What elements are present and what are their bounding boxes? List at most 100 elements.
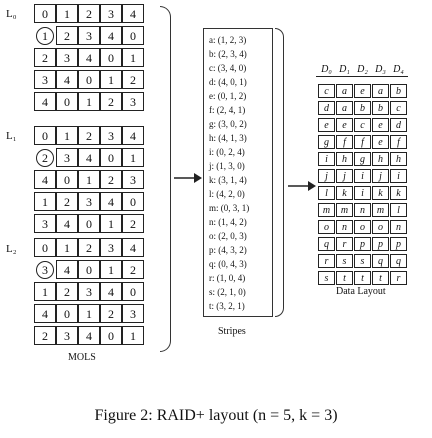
square-cell: 2 [122, 214, 144, 233]
layout-cell: n [390, 220, 407, 234]
square-cell: 2 [78, 238, 100, 257]
stripe-item: i: (0, 2, 4) [209, 147, 245, 157]
stripe-item: r: (1, 0, 4) [209, 273, 246, 283]
layout-cell: c [318, 84, 335, 98]
square-cell: 4 [78, 48, 100, 67]
layout-cell: j [318, 169, 335, 183]
square-cell: 3 [100, 126, 122, 145]
disk-header: D₄ [393, 64, 404, 75]
layout-cell: i [390, 169, 407, 183]
layout-cell: q [372, 254, 389, 268]
square-cell: 2 [56, 26, 78, 45]
stripe-item: g: (3, 0, 2) [209, 119, 247, 129]
square-cell: 1 [122, 148, 144, 167]
figure-caption: Figure 2: RAID+ layout (n = 5, k = 3) [94, 407, 338, 424]
layout-cell: e [336, 118, 353, 132]
square-cell: 2 [100, 170, 122, 189]
square-cell: 3 [122, 304, 144, 323]
layout-cell: o [318, 220, 335, 234]
layout-cell: q [318, 237, 335, 251]
layout-cell: l [318, 186, 335, 200]
layout-cell: d [390, 118, 407, 132]
square-cell: 0 [34, 238, 56, 257]
square-cell: 1 [122, 326, 144, 345]
square-cell: 1 [100, 260, 122, 279]
square-cell: 3 [78, 26, 100, 45]
square-cell: 1 [56, 238, 78, 257]
layout-cell: a [372, 84, 389, 98]
layout-cell: r [336, 237, 353, 251]
stripe-item: j: (1, 3, 0) [209, 161, 245, 171]
layout-cell: b [354, 101, 371, 115]
square-cell: 2 [100, 92, 122, 111]
layout-cell: a [336, 101, 353, 115]
square-cell: 2 [34, 48, 56, 67]
layout-cell: t [336, 271, 353, 285]
layout-cell: p [354, 237, 371, 251]
square-cell: 3 [78, 192, 100, 211]
layout-cell: o [372, 220, 389, 234]
square-cell: 3 [122, 92, 144, 111]
square-cell: 1 [56, 4, 78, 23]
square-cell: 1 [56, 126, 78, 145]
layout-cell: m [318, 203, 335, 217]
square-cell: 2 [78, 126, 100, 145]
layout-cell: i [354, 186, 371, 200]
square-cell: 4 [56, 214, 78, 233]
square-cell: 1 [78, 92, 100, 111]
stripe-item: d: (4, 0, 1) [209, 77, 247, 87]
disk-header: D₃ [375, 64, 386, 75]
stripe-item: h: (4, 1, 3) [209, 133, 247, 143]
layout-cell: g [318, 135, 335, 149]
layout-cell: i [354, 169, 371, 183]
square-cell: 4 [56, 70, 78, 89]
layout-cell: h [336, 152, 353, 166]
disk-header: D₂ [357, 64, 368, 75]
square-cell: 1 [100, 70, 122, 89]
header-underline [316, 76, 408, 77]
layout-cell: m [372, 203, 389, 217]
circled-value: 1 [36, 26, 54, 45]
layout-cell: s [336, 254, 353, 268]
layout-cell: c [390, 101, 407, 115]
layout-cell: e [372, 118, 389, 132]
layout-cell: b [372, 101, 389, 115]
stripe-item: o: (2, 0, 3) [209, 231, 247, 241]
mols-bracket [160, 6, 171, 352]
layout-cell: d [318, 101, 335, 115]
layout-cell: n [336, 220, 353, 234]
layout-cell: f [354, 135, 371, 149]
layout-cell: e [318, 118, 335, 132]
square-cell: 3 [56, 148, 78, 167]
layout-cell: t [354, 271, 371, 285]
square-cell: 0 [34, 4, 56, 23]
stripe-item: p: (4, 3, 2) [209, 245, 247, 255]
stripe-item: c: (3, 4, 0) [209, 63, 247, 73]
square-label-l0: L₀ [6, 8, 17, 20]
square-cell: 4 [78, 326, 100, 345]
square-cell: 1 [100, 214, 122, 233]
disk-header: D₀ [321, 64, 332, 75]
arrow-right-icon [288, 181, 316, 191]
layout-cell: s [354, 254, 371, 268]
layout-cell: e [372, 135, 389, 149]
stripe-item: l: (4, 2, 0) [209, 189, 245, 199]
data-layout-label: Data Layout [336, 286, 386, 297]
square-cell: 2 [122, 260, 144, 279]
layout-cell: l [390, 203, 407, 217]
layout-cell: t [372, 271, 389, 285]
square-cell: 0 [34, 126, 56, 145]
square-cell: 4 [122, 238, 144, 257]
stripes-label: Stripes [218, 326, 246, 337]
stripes-box: a: (1, 2, 3)b: (2, 3, 4)c: (3, 4, 0)d: (… [203, 28, 273, 317]
square-cell: 0 [56, 170, 78, 189]
circled-value: 3 [36, 260, 54, 279]
square-cell: 0 [122, 192, 144, 211]
layout-cell: a [336, 84, 353, 98]
stripe-item: a: (1, 2, 3) [209, 35, 247, 45]
layout-cell: j [336, 169, 353, 183]
layout-cell: m [336, 203, 353, 217]
layout-cell: e [354, 84, 371, 98]
